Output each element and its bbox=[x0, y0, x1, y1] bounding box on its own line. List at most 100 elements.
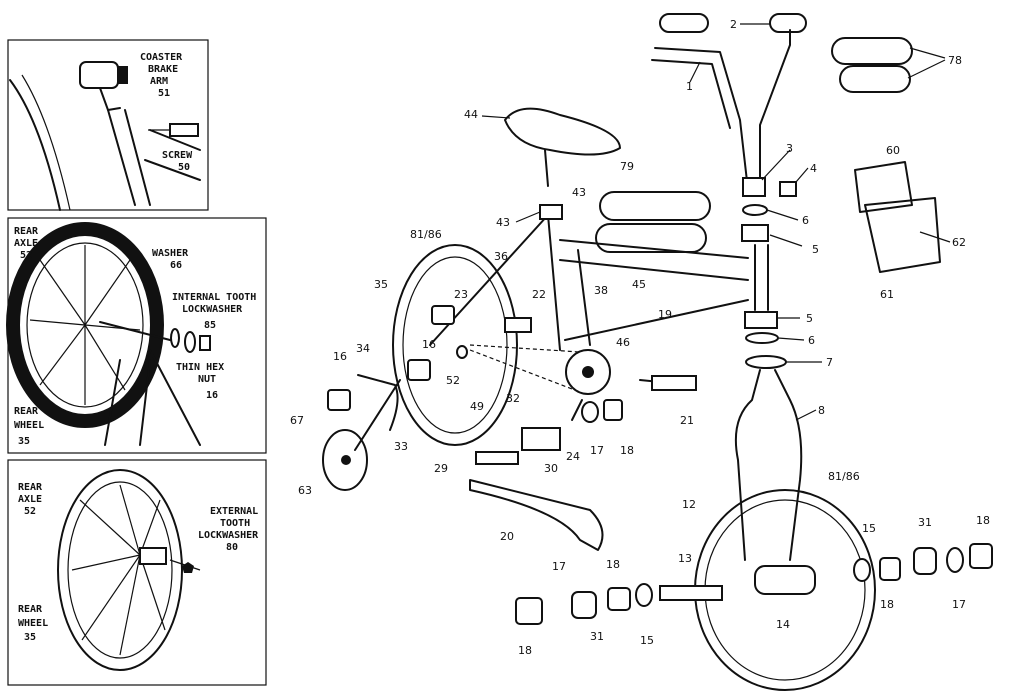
crank-arm-20 bbox=[469, 479, 604, 551]
callout-6a: 6 bbox=[802, 214, 809, 227]
handlebar bbox=[654, 29, 791, 191]
rim bbox=[26, 242, 144, 408]
rear-wheel-label-2: WHEEL bbox=[14, 420, 44, 431]
coaster-brake-num: 51 bbox=[158, 88, 170, 99]
grip-right bbox=[769, 13, 807, 33]
frame-tubes bbox=[429, 214, 749, 351]
coaster-brake-label-3: ARM bbox=[150, 76, 168, 87]
callout-23: 23 bbox=[454, 288, 468, 301]
lockwasher-part bbox=[184, 331, 196, 353]
internal-tooth-label-1: INTERNAL TOOTH bbox=[172, 292, 256, 303]
coaster-hub bbox=[79, 61, 119, 89]
callout-61: 61 bbox=[880, 288, 894, 301]
washer-17 bbox=[581, 401, 599, 423]
callout-19: 19 bbox=[658, 308, 672, 321]
callout-2: 2 bbox=[730, 18, 737, 31]
nut-23 bbox=[431, 305, 455, 325]
inset-frame bbox=[7, 39, 209, 211]
inset-frame bbox=[7, 459, 267, 686]
thin-hex-nut-num: 16 bbox=[206, 390, 218, 401]
rear-rim bbox=[402, 256, 508, 434]
washer-part bbox=[170, 328, 180, 348]
bolt-22 bbox=[504, 317, 532, 333]
chain-49 bbox=[469, 344, 581, 393]
callout-16b: 16 bbox=[422, 338, 436, 351]
callout-20: 20 bbox=[500, 530, 514, 543]
callout-17c: 17 bbox=[952, 598, 966, 611]
callout-7: 7 bbox=[826, 356, 833, 369]
rear-wheel-num: 35 bbox=[18, 436, 30, 447]
callout-46: 46 bbox=[616, 336, 630, 349]
thin-hex-nut-label-1: THIN HEX bbox=[176, 362, 224, 373]
callout-45: 45 bbox=[632, 278, 646, 291]
washer-6 bbox=[742, 204, 768, 216]
callout-43a: 43 bbox=[572, 186, 586, 199]
callout-13: 13 bbox=[678, 552, 692, 565]
frame-stay bbox=[107, 109, 151, 206]
steerer-tube bbox=[754, 244, 769, 311]
callout-17b: 17 bbox=[590, 444, 604, 457]
frame-dropout bbox=[104, 349, 201, 446]
thin-hex-nut-label-2: NUT bbox=[198, 374, 216, 385]
callout-67: 67 bbox=[290, 414, 304, 427]
callout-5b: 5 bbox=[806, 312, 813, 325]
callout-38: 38 bbox=[594, 284, 608, 297]
pedal-spindle-29 bbox=[475, 451, 519, 465]
external-tooth-label-3: LOCKWASHER bbox=[198, 530, 259, 541]
callout-30: 30 bbox=[544, 462, 558, 475]
callout-32: 32 bbox=[506, 392, 520, 405]
callout-18d: 18 bbox=[880, 598, 894, 611]
rim bbox=[67, 481, 173, 659]
callout-18b: 18 bbox=[606, 558, 620, 571]
plate-60 bbox=[854, 161, 913, 213]
hex-nut-part bbox=[199, 335, 211, 351]
callout-79: 79 bbox=[620, 160, 634, 173]
grip-78-bottom bbox=[839, 65, 911, 93]
internal-tooth-num: 85 bbox=[204, 320, 216, 331]
callout-18a: 18 bbox=[518, 644, 532, 657]
bolt-21 bbox=[651, 375, 697, 391]
callout-36: 36 bbox=[494, 250, 508, 263]
coaster-brake-label-2: BRAKE bbox=[148, 64, 178, 75]
fork-8 bbox=[734, 369, 803, 561]
sprocket-hub bbox=[582, 366, 594, 378]
callout-21: 21 bbox=[680, 414, 694, 427]
washer-6b bbox=[745, 332, 779, 344]
axle-line bbox=[169, 559, 201, 571]
front-hardware-right bbox=[853, 543, 993, 582]
rear-wheel bbox=[392, 244, 518, 446]
wheel-rim-inner bbox=[21, 74, 71, 211]
callout-3: 3 bbox=[786, 142, 793, 155]
tire bbox=[57, 469, 183, 671]
pad-79-bottom bbox=[595, 223, 707, 253]
callout-labels: 1 2 3 4 5 5 6 6 7 8 12 13 14 15 15 16 16… bbox=[290, 18, 990, 657]
external-tooth-label-2: TOOTH bbox=[220, 518, 250, 529]
screw-num: 50 bbox=[178, 162, 190, 173]
rear-axle-label-1: REAR bbox=[14, 226, 39, 237]
screw-label: SCREW bbox=[162, 150, 193, 161]
front-hub-14 bbox=[754, 565, 816, 595]
part-24 bbox=[571, 399, 583, 421]
brake-arm bbox=[99, 87, 121, 111]
external-tooth-num: 80 bbox=[226, 542, 238, 553]
callout-33: 33 bbox=[394, 440, 408, 453]
leader-lines bbox=[481, 23, 951, 421]
inset-coaster-brake: COASTER BRAKE ARM 51 SCREW 50 bbox=[7, 39, 209, 211]
callout-18c: 18 bbox=[620, 444, 634, 457]
training-wheel-63 bbox=[322, 429, 368, 491]
wheel-rim-arc bbox=[9, 79, 61, 211]
rear-wheel-label-2: WHEEL bbox=[18, 618, 48, 629]
washer-label: WASHER bbox=[152, 248, 189, 259]
callout-81b: 81/86 bbox=[828, 470, 860, 483]
hub-nut bbox=[118, 66, 128, 84]
spokes bbox=[29, 245, 141, 405]
callout-4: 4 bbox=[810, 162, 817, 175]
inset-external-tooth: REAR AXLE 52 EXTERNAL TOOTH LOCKWASHER 8… bbox=[7, 459, 267, 686]
callout-81a: 81/86 bbox=[410, 228, 442, 241]
callout-31a: 31 bbox=[590, 630, 604, 643]
training-wheel-bracket-33-34 bbox=[354, 374, 401, 451]
plate-61 bbox=[864, 197, 941, 273]
callout-15b: 15 bbox=[640, 634, 654, 647]
main-bike-drawing bbox=[322, 13, 993, 691]
callout-78: 78 bbox=[948, 54, 962, 67]
